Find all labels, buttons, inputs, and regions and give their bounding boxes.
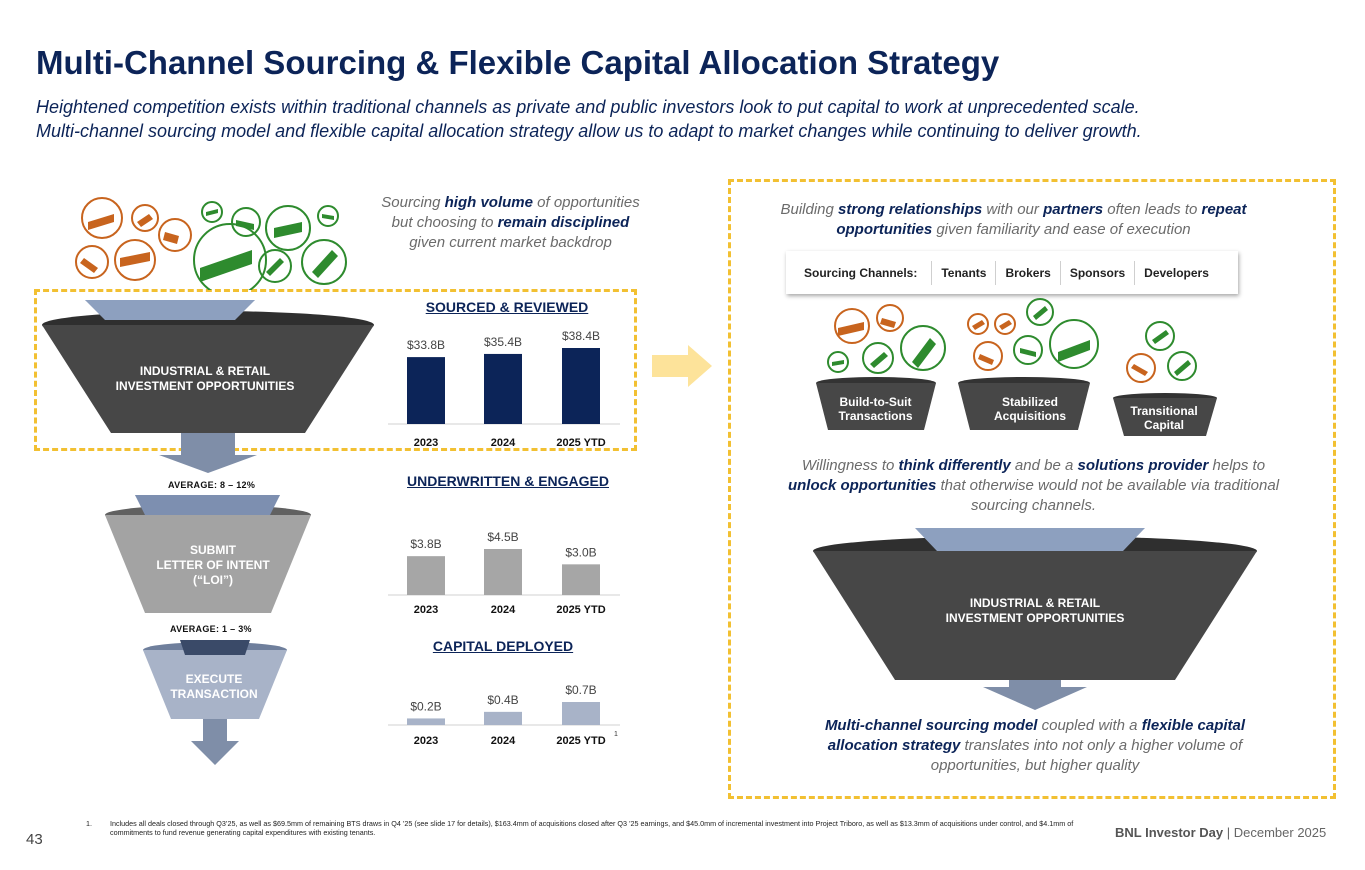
data-label-underwritten-1: $4.5B <box>487 530 518 544</box>
sourcing-channels-bar: Sourcing Channels: Tenants Brokers Spons… <box>786 251 1238 294</box>
bar-capital-2 <box>562 702 600 725</box>
footnote: 1. Includes all deals closed through Q3’… <box>86 819 1106 837</box>
category-label-sourced-1: 2024 <box>491 437 516 449</box>
bar-capital-1 <box>484 711 522 725</box>
sourcing-note: Sourcing high volume of opportunities bu… <box>381 194 640 251</box>
data-label-underwritten-2: $3.0B <box>565 545 596 559</box>
footnote-text: Includes all deals closed through Q3’25,… <box>110 819 1074 837</box>
highlight-box-sourced <box>34 289 637 451</box>
chart-title-underwritten: UNDERWRITTEN & ENGAGED <box>407 473 609 489</box>
data-label-capital-2: $0.7B <box>565 683 596 697</box>
chart-title-capital: CAPITAL DEPLOYED <box>432 638 574 654</box>
page-number: 43 <box>26 831 43 848</box>
footnote-number: 1. <box>86 819 92 828</box>
chart-underwritten-engaged: $3.8B 2023 $4.5B 2024 $3.0B 2025 YTD <box>388 530 620 616</box>
large-funnel-label: INDUSTRIAL & RETAIL INVESTMENT OPPORTUNI… <box>945 596 1125 625</box>
data-label-underwritten-0: $3.8B <box>410 537 441 551</box>
bar-underwritten-1 <box>484 549 522 595</box>
conclusion-note: Multi-channel sourcing model coupled wit… <box>824 717 1246 774</box>
data-label-sourced-1: $35.4B <box>484 335 522 349</box>
subtitle-line-1: Heightened competition exists within tra… <box>36 97 1140 117</box>
right-arrow-icon <box>652 345 712 387</box>
category-label-underwritten-0: 2023 <box>414 604 438 616</box>
category-label-sourced-0: 2023 <box>414 437 438 449</box>
conversion-funnel <box>42 300 374 765</box>
solutions-note: Willingness to think differently and be … <box>787 457 1280 514</box>
channel-tenants: Tenants <box>931 260 995 285</box>
mini-funnels <box>816 298 1217 436</box>
category-label-sourced-2: 2025 YTD <box>556 437 605 449</box>
funnel-bottom-label: EXECUTE TRANSACTION <box>170 672 258 701</box>
data-label-capital-1: $0.4B <box>487 693 518 707</box>
chart-sourced-reviewed: $33.8B 2023 $35.4B 2024 $38.4B 2025 YTD <box>388 329 620 449</box>
bar-capital-0 <box>407 718 445 725</box>
data-label-sourced-0: $33.8B <box>407 338 445 352</box>
chart-capital-deployed: $0.2B 2023 $0.4B 2024 $0.7B 2025 YTD 1 <box>388 683 620 747</box>
data-label-sourced-2: $38.4B <box>562 329 600 343</box>
data-label-capital-0: $0.2B <box>410 699 441 713</box>
page-title: Multi-Channel Sourcing & Flexible Capita… <box>36 44 1000 81</box>
relationships-note: Building strong relationships with our p… <box>780 201 1247 238</box>
bar-sourced-1 <box>484 353 522 424</box>
bar-underwritten-0 <box>407 556 445 595</box>
subtitle-line-2: Multi-channel sourcing model and flexibl… <box>36 121 1142 141</box>
mini-funnel-build-to-suit: Build-to-Suit Transactions <box>838 395 913 423</box>
footnote-marker: 1 <box>614 731 618 738</box>
page-subtitle: Heightened competition exists within tra… <box>36 95 1326 143</box>
funnel-mid-label: SUBMIT LETTER OF INTENT (“LOI”) <box>156 543 270 587</box>
channels-label: Sourcing Channels: <box>804 265 918 280</box>
bar-underwritten-2 <box>562 564 600 595</box>
mini-funnel-transitional: Transitional Capital <box>1130 404 1198 432</box>
channel-developers: Developers <box>1134 260 1218 285</box>
opportunity-funnel-large <box>813 528 1257 710</box>
category-label-underwritten-1: 2024 <box>491 604 516 616</box>
chart-title-sourced: SOURCED & REVIEWED <box>425 299 589 315</box>
channel-brokers: Brokers <box>995 260 1059 285</box>
brand-footer: BNL Investor Day | December 2025 <box>1115 825 1327 840</box>
funnel-top-label: INDUSTRIAL & RETAIL INVESTMENT OPPORTUNI… <box>115 364 295 393</box>
category-label-capital-2: 2025 YTD <box>556 735 605 747</box>
mini-funnel-stabilized: Stabilized Acquisitions <box>993 395 1066 423</box>
channel-sponsors: Sponsors <box>1059 260 1134 285</box>
category-label-capital-0: 2023 <box>414 735 438 747</box>
category-label-underwritten-2: 2025 YTD <box>556 604 605 616</box>
category-label-capital-1: 2024 <box>491 735 516 747</box>
bar-sourced-0 <box>407 357 445 424</box>
average-rate-1: AVERAGE: 8 – 12% <box>168 480 256 490</box>
average-rate-2: AVERAGE: 1 – 3% <box>170 624 252 634</box>
bar-sourced-2 <box>562 348 600 424</box>
building-icons-cluster <box>75 197 347 290</box>
highlight-box-right <box>728 179 1336 799</box>
